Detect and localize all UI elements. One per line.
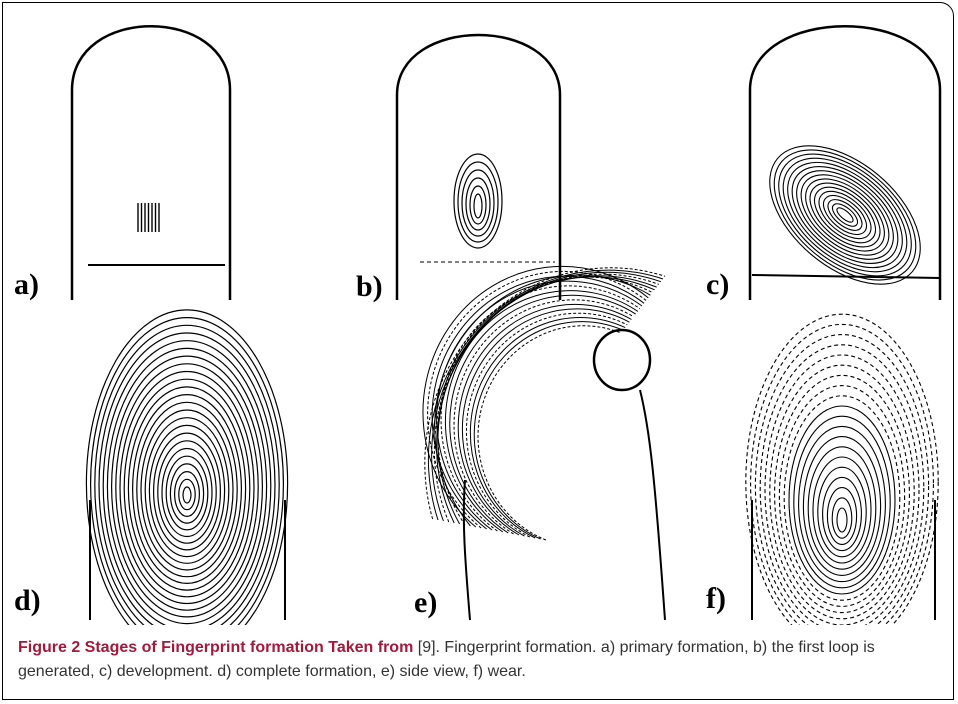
- figure-caption: Figure 2 Stages of Fingerprint formation…: [18, 636, 944, 684]
- panel-e-drawing: [423, 266, 665, 620]
- panel-a-drawing: [72, 26, 230, 300]
- panel-label-c: c): [706, 270, 729, 300]
- panel-d-drawing: [86, 310, 287, 625]
- panel-label-a: a): [14, 270, 39, 300]
- panel-label-b: b): [356, 272, 383, 302]
- panel-label-d: d): [14, 586, 41, 616]
- caption-citation[interactable]: [9]: [413, 639, 435, 656]
- panel-b-drawing: [397, 35, 560, 300]
- panel-c-drawing: [744, 26, 946, 311]
- panel-label-f: f): [706, 584, 726, 614]
- fingerprint-drawings: [0, 0, 958, 625]
- panel-label-e: e): [414, 588, 437, 618]
- fingerprint-formation-figure: a) b) c) d) e) f): [0, 0, 958, 625]
- caption-title: Figure 2 Stages of Fingerprint formation…: [18, 639, 413, 656]
- panel-f-drawing: [746, 314, 938, 625]
